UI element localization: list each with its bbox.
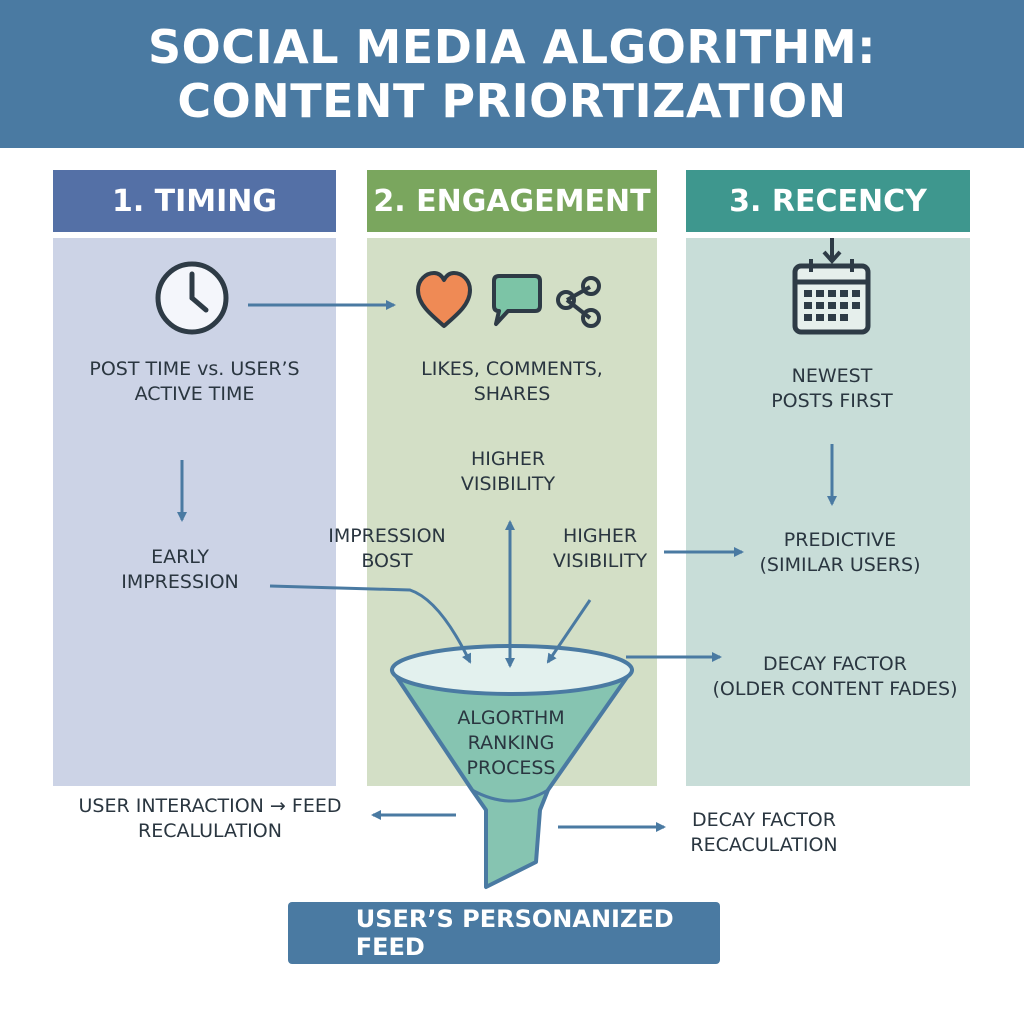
arrows bbox=[177, 300, 837, 832]
personalized-feed-bar: USER’S PERSONANIZED FEED bbox=[288, 902, 720, 964]
header-banner: SOCIAL MEDIA ALGORITHM: CONTENT PRIORTIZ… bbox=[0, 0, 1024, 148]
column-header-timing: 1. TIMING bbox=[53, 170, 336, 232]
page-title-line1: SOCIAL MEDIA ALGORITHM: bbox=[147, 20, 876, 74]
label-likes-comments-shares: LIKES, COMMENTS,SHARES bbox=[421, 358, 603, 405]
calendar-icon bbox=[792, 238, 871, 335]
page-title-line2: CONTENT PRIORTIZATION bbox=[177, 74, 847, 128]
share-icon bbox=[556, 276, 601, 328]
comment-icon bbox=[492, 274, 542, 326]
funnel-shape bbox=[390, 644, 634, 889]
column-header-recency: 3. RECENCY bbox=[686, 170, 970, 232]
feed-label: USER’S PERSONANIZED FEED bbox=[355, 905, 674, 961]
label-predictive: PREDICTIVE(SIMILAR USERS) bbox=[759, 529, 921, 576]
column-header-engagement: 2. ENGAGEMENT bbox=[367, 170, 657, 232]
label-decay-factor: DECAY FACTOR(OLDER CONTENT FADES) bbox=[712, 653, 958, 700]
heart-icon bbox=[416, 271, 472, 328]
clock-icon bbox=[155, 261, 229, 335]
